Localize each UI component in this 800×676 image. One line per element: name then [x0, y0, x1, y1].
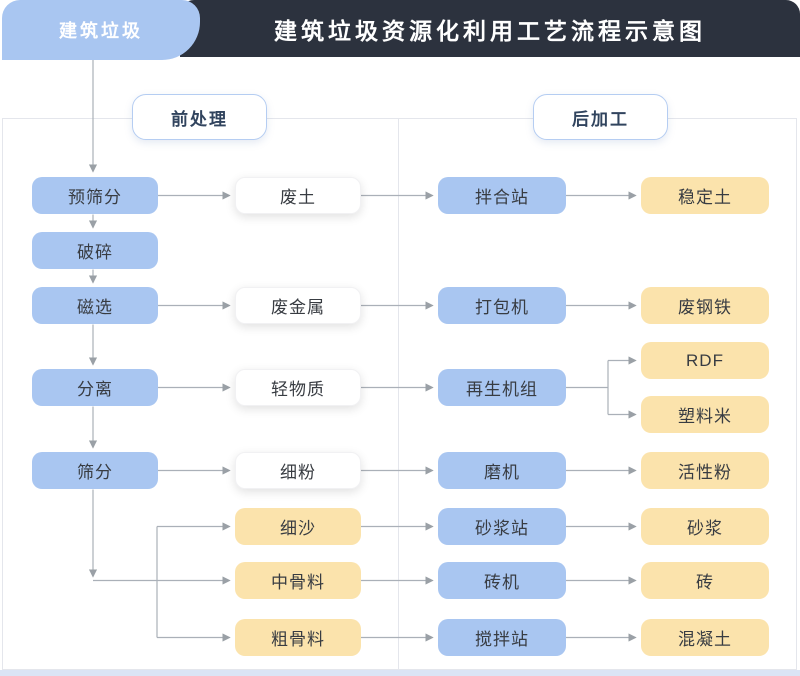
node-waste-soil: 废土 — [235, 177, 361, 214]
section-divider-line — [398, 118, 399, 670]
section-pre-label: 前处理 — [171, 109, 228, 129]
node-pre-screening: 预筛分 — [32, 177, 158, 214]
node-regeneration-unit: 再生机组 — [438, 369, 566, 406]
footer-accent-bar — [0, 670, 800, 676]
node-separation: 分离 — [32, 369, 158, 406]
node-crushing: 破碎 — [32, 232, 158, 269]
node-screening: 筛分 — [32, 452, 158, 489]
node-active-powder: 活性粉 — [641, 452, 769, 489]
node-coarse-aggregate: 粗骨料 — [235, 619, 361, 656]
node-waste-metal: 废金属 — [235, 287, 361, 324]
node-mortar: 砂浆 — [641, 508, 769, 545]
node-mill: 磨机 — [438, 452, 566, 489]
section-post-processing: 后加工 — [533, 94, 668, 140]
node-mixing-plant: 拌合站 — [438, 177, 566, 214]
node-brick: 砖 — [641, 562, 769, 599]
node-brick-machine: 砖机 — [438, 562, 566, 599]
node-magnetic-separation: 磁选 — [32, 287, 158, 324]
content-frame — [2, 118, 797, 670]
section-pre-processing: 前处理 — [132, 94, 267, 140]
node-concrete-mixing-plant: 搅拌站 — [438, 619, 566, 656]
node-medium-aggregate: 中骨料 — [235, 562, 361, 599]
node-fine-sand: 细沙 — [235, 508, 361, 545]
section-post-label: 后加工 — [572, 109, 629, 129]
source-tab: 建筑垃圾 — [2, 0, 200, 60]
node-fine-powder: 细粉 — [235, 452, 361, 489]
node-concrete: 混凝土 — [641, 619, 769, 656]
node-stabilized-soil: 稳定土 — [641, 177, 769, 214]
node-rdf: RDF — [641, 342, 769, 379]
node-scrap-steel: 废钢铁 — [641, 287, 769, 324]
source-tab-label: 建筑垃圾 — [59, 21, 143, 41]
node-light-material: 轻物质 — [235, 369, 361, 406]
title-bar: 建筑垃圾资源化利用工艺流程示意图 — [180, 0, 800, 57]
node-mortar-plant: 砂浆站 — [438, 508, 566, 545]
node-baler: 打包机 — [438, 287, 566, 324]
node-plastic-pellets: 塑料米 — [641, 396, 769, 433]
page-title: 建筑垃圾资源化利用工艺流程示意图 — [274, 17, 706, 44]
